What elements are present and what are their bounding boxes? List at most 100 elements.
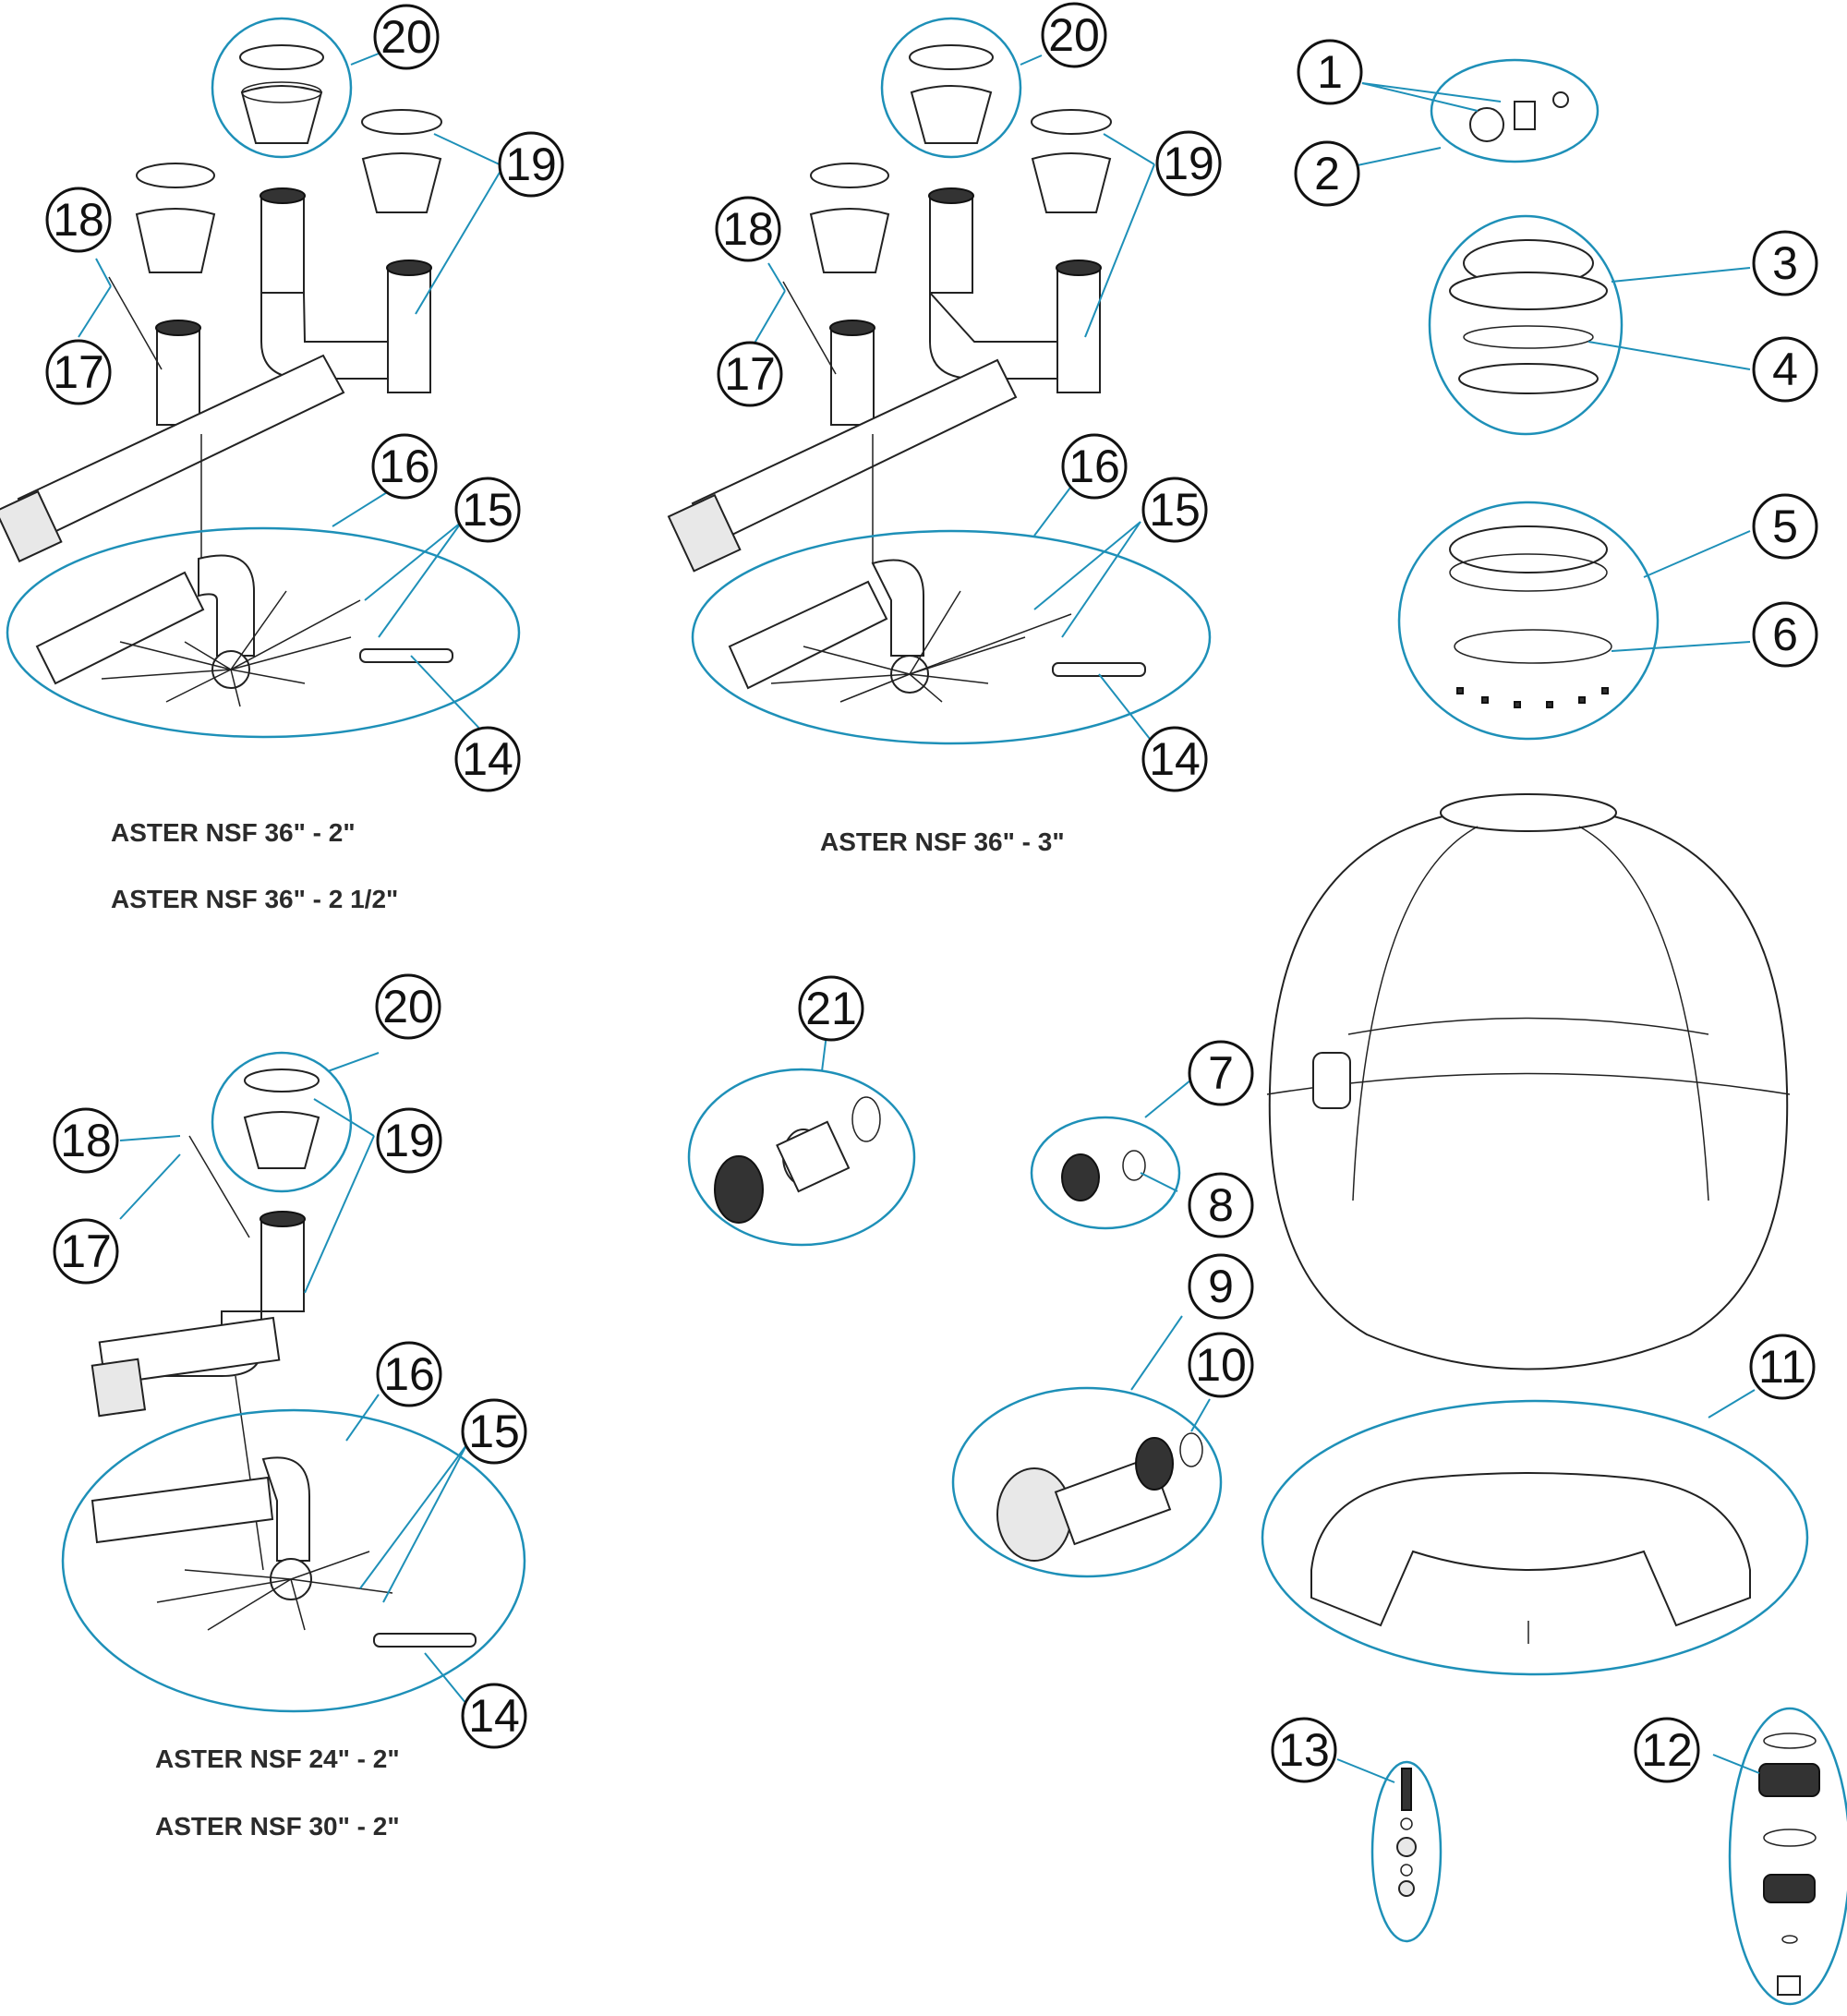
callout-14-b: 14 — [1141, 726, 1208, 792]
callout-2-text: 2 — [1314, 148, 1340, 199]
group-ellipse-16-a — [6, 526, 521, 739]
callout-18-b: 18 — [715, 196, 781, 262]
callout-16-b-text: 16 — [1068, 441, 1120, 492]
callout-15-a: 15 — [454, 477, 521, 543]
callout-4: 4 — [1752, 336, 1818, 403]
callout-13: 13 — [1271, 1717, 1337, 1783]
callout-19-c: 19 — [376, 1107, 442, 1174]
callout-12-text: 12 — [1641, 1724, 1693, 1776]
callout-14-a-text: 14 — [462, 733, 513, 785]
callout-17-b-text: 17 — [724, 348, 776, 400]
laterals-a — [101, 590, 361, 707]
callout-5: 5 — [1752, 493, 1818, 560]
callout-10-text: 10 — [1195, 1339, 1247, 1391]
small-bolts — [1456, 687, 1609, 708]
callout-6: 6 — [1752, 601, 1818, 668]
callout-19-b-text: 19 — [1163, 138, 1214, 189]
callout-17-c: 17 — [53, 1218, 119, 1285]
callout-19-b: 19 — [1155, 130, 1222, 197]
group-ellipse-11 — [1261, 1399, 1809, 1676]
assembly-set-c — [61, 1051, 526, 1713]
right-side-parts — [687, 58, 1847, 2006]
callout-14-c-text: 14 — [468, 1690, 520, 1742]
callout-15-b-text: 15 — [1149, 484, 1201, 536]
callout-8: 8 — [1188, 1172, 1254, 1238]
callout-5-text: 5 — [1772, 501, 1798, 552]
group-ellipse-16-b — [691, 529, 1212, 745]
callout-2: 2 — [1294, 140, 1360, 207]
callout-19-a-text: 19 — [505, 139, 557, 190]
model-label-36-2: ASTER NSF 36" - 2" — [111, 818, 356, 847]
laterals-b — [770, 590, 1072, 703]
callout-14-b-text: 14 — [1149, 733, 1201, 785]
group-ellipse-20-b — [880, 17, 1022, 159]
callout-16-a: 16 — [371, 433, 438, 500]
callouts-set-b: 20 19 18 17 16 15 14 — [715, 2, 1222, 792]
group-ellipse-20-a — [211, 17, 353, 159]
callout-11: 11 — [1749, 1334, 1816, 1400]
callout-17-a: 17 — [45, 339, 112, 405]
callout-19-a: 19 — [498, 131, 564, 198]
callout-16-b: 16 — [1061, 433, 1128, 500]
callout-15-a-text: 15 — [462, 484, 513, 536]
callout-20-b-text: 20 — [1048, 9, 1100, 61]
callout-14-a: 14 — [454, 726, 521, 792]
callout-3: 3 — [1752, 230, 1818, 296]
model-label-36-2-1-2: ASTER NSF 36" - 2 1/2" — [111, 885, 398, 913]
callout-21: 21 — [798, 975, 864, 1042]
callouts-right: 1 2 3 4 5 6 7 8 9 10 11 12 13 21 — [798, 39, 1818, 1783]
model-label-24-2: ASTER NSF 24" - 2" — [155, 1744, 400, 1773]
callout-18-c: 18 — [53, 1107, 119, 1174]
callouts-set-a: 20 19 18 17 16 15 14 — [45, 4, 564, 792]
callout-20-a-text: 20 — [380, 11, 432, 63]
callout-6-text: 6 — [1772, 609, 1798, 660]
filter-tank — [1266, 793, 1791, 1370]
callout-18-a: 18 — [45, 187, 112, 253]
callout-17-b: 17 — [717, 341, 783, 407]
callout-10: 10 — [1188, 1332, 1254, 1398]
callout-20-c-text: 20 — [382, 981, 434, 1032]
assembly-set-a — [0, 17, 521, 739]
callout-18-a-text: 18 — [53, 194, 104, 246]
callout-9: 9 — [1188, 1253, 1254, 1320]
callout-15-c: 15 — [461, 1398, 527, 1465]
group-ellipse-7-8 — [1030, 1116, 1181, 1230]
callout-18-c-text: 18 — [60, 1115, 112, 1166]
callout-9-text: 9 — [1208, 1261, 1234, 1312]
group-ellipse-5-6 — [1397, 501, 1660, 741]
callout-7-text: 7 — [1208, 1047, 1234, 1099]
callout-1: 1 — [1297, 39, 1363, 105]
callout-20-c: 20 — [375, 973, 441, 1040]
callout-16-c-text: 16 — [383, 1348, 435, 1400]
lateral-spare-c — [373, 1633, 477, 1648]
callout-16-a-text: 16 — [379, 441, 430, 492]
callout-20-b: 20 — [1041, 2, 1107, 68]
callout-17-c-text: 17 — [60, 1225, 112, 1277]
callout-7: 7 — [1188, 1040, 1254, 1106]
group-ellipse-1-2 — [1430, 58, 1600, 163]
callout-20-a: 20 — [373, 4, 440, 70]
group-ellipse-21 — [687, 1068, 916, 1247]
callout-17-a-text: 17 — [53, 346, 104, 398]
callouts-set-c: 20 18 19 17 16 15 14 — [53, 973, 527, 1749]
callout-18-b-text: 18 — [722, 203, 774, 255]
group-ellipse-3-4 — [1428, 214, 1624, 436]
callout-15-b: 15 — [1141, 477, 1208, 543]
group-ellipse-16-c — [61, 1408, 526, 1713]
callout-21-text: 21 — [805, 983, 857, 1034]
callout-13-text: 13 — [1278, 1724, 1330, 1776]
model-label-30-2: ASTER NSF 30" - 2" — [155, 1812, 400, 1841]
callout-8-text: 8 — [1208, 1179, 1234, 1231]
assembly-set-b — [667, 17, 1212, 745]
callout-19-c-text: 19 — [383, 1115, 435, 1166]
callout-12: 12 — [1634, 1717, 1700, 1783]
callout-3-text: 3 — [1772, 237, 1798, 289]
callout-1-text: 1 — [1317, 46, 1343, 98]
lateral-spare-a — [359, 648, 453, 663]
callout-4-text: 4 — [1772, 344, 1798, 395]
group-ellipse-9-10 — [951, 1386, 1223, 1578]
callout-16-c: 16 — [376, 1341, 442, 1407]
callout-14-c: 14 — [461, 1683, 527, 1749]
laterals-c — [156, 1551, 393, 1631]
